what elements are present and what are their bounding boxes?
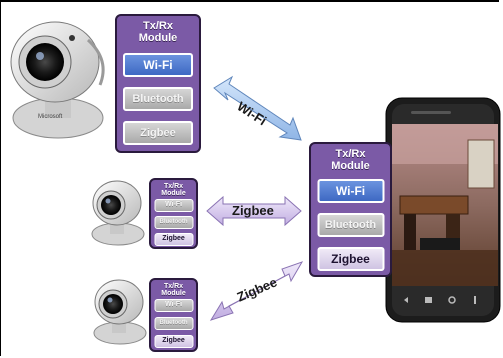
module-title-line2: Module bbox=[331, 159, 370, 172]
module-title-line1: Tx/Rx bbox=[163, 183, 184, 190]
bluetooth-button[interactable]: Bluetooth bbox=[154, 317, 193, 330]
wifi-button[interactable]: Wi-Fi bbox=[154, 199, 193, 212]
module-title-line1: Tx/Rx bbox=[335, 148, 366, 160]
wifi-button[interactable]: Wi-Fi bbox=[123, 53, 193, 77]
module-title: Tx/Rx Module bbox=[151, 183, 196, 198]
module-title: Tx/Rx Module bbox=[311, 148, 390, 172]
txrx-module-main-camera: Tx/Rx Module Wi-Fi Bluetooth Zigbee bbox=[115, 14, 201, 153]
smartphone-icon bbox=[385, 97, 501, 323]
txrx-module-camera-2: Tx/Rx Module Wi-Fi Bluetooth Zigbee bbox=[149, 178, 198, 249]
zigbee-button[interactable]: Zigbee bbox=[123, 121, 193, 145]
module-title-line1: Tx/Rx bbox=[163, 283, 184, 290]
wifi-button[interactable]: Wi-Fi bbox=[154, 299, 193, 312]
wifi-button[interactable]: Wi-Fi bbox=[317, 179, 384, 203]
module-title-line2: Module bbox=[161, 290, 186, 298]
bluetooth-button[interactable]: Bluetooth bbox=[317, 213, 384, 237]
wifi-link-arrow bbox=[213, 75, 302, 141]
module-title-line2: Module bbox=[138, 31, 178, 44]
bluetooth-button[interactable]: Bluetooth bbox=[123, 87, 193, 111]
webcam-large-icon: Microsoft bbox=[10, 21, 105, 139]
txrx-module-camera-3: Tx/Rx Module Wi-Fi Bluetooth Zigbee bbox=[149, 278, 198, 352]
module-title: Tx/Rx Module bbox=[151, 283, 196, 298]
webcam-small-icon bbox=[91, 180, 145, 246]
zigbee-button[interactable]: Zigbee bbox=[317, 247, 384, 271]
zigbee-link-arrow bbox=[206, 195, 302, 227]
zigbee-link-arrow bbox=[209, 261, 304, 321]
module-title-line1: Tx/Rx bbox=[143, 20, 173, 32]
zigbee-button[interactable]: Zigbee bbox=[154, 233, 193, 246]
svg-text:Microsoft: Microsoft bbox=[38, 114, 63, 120]
txrx-module-phone: Tx/Rx Module Wi-Fi Bluetooth Zigbee bbox=[309, 142, 392, 277]
bluetooth-button[interactable]: Bluetooth bbox=[154, 216, 193, 229]
webcam-small-icon bbox=[93, 279, 147, 345]
link-label-zigbee-middle: Zigbee bbox=[232, 203, 274, 218]
module-title: Tx/Rx Module bbox=[117, 20, 199, 44]
zigbee-button[interactable]: Zigbee bbox=[154, 335, 193, 348]
module-title-line2: Module bbox=[161, 190, 186, 198]
